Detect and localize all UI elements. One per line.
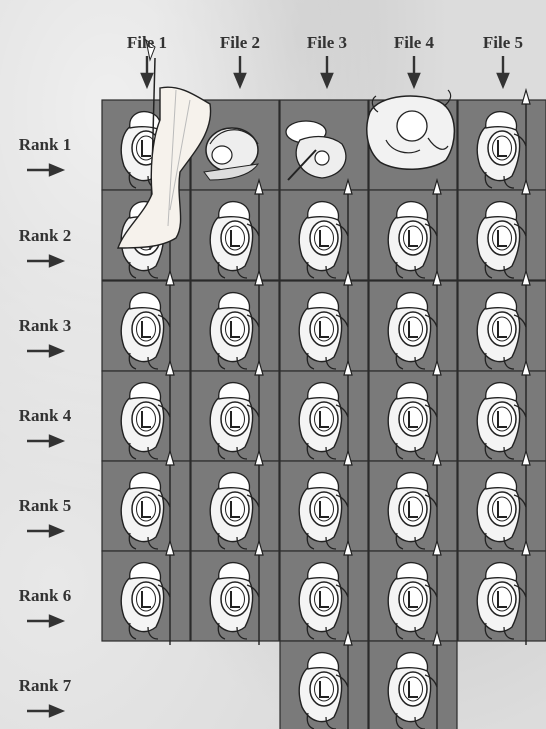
file-5-arrow-icon: [498, 56, 508, 86]
rank-1-label: Rank 1: [19, 135, 71, 154]
rank-1-arrow-icon: [27, 165, 62, 175]
rank-2-arrow-icon: [27, 256, 62, 266]
file-2-label: File 2: [220, 33, 260, 52]
rank-7-arrow-icon: [27, 706, 62, 716]
rank-6-label: Rank 6: [19, 586, 71, 605]
rank-5-arrow-icon: [27, 526, 62, 536]
rank-3-arrow-icon: [27, 346, 62, 356]
file-2-arrow-icon: [235, 56, 245, 86]
rank-4-arrow-icon: [27, 436, 62, 446]
rank-6-arrow-icon: [27, 616, 62, 626]
character-ogre-icon: [367, 90, 455, 169]
rank-labels: Rank 1 Rank 2 Rank 3 Rank 4 Rank 5 Rank 6 Rank…: [19, 135, 72, 716]
rank-7-label: Rank 7: [19, 676, 72, 695]
rank-2-label: Rank 2: [19, 226, 71, 245]
file-1-arrow-icon: [142, 56, 152, 86]
file-4-label: File 4: [394, 33, 435, 52]
file-4-arrow-icon: [409, 56, 419, 86]
file-1-label: File 1: [127, 33, 167, 52]
rank-4-label: Rank 4: [19, 406, 72, 425]
musician-drum-icon: [204, 128, 258, 180]
file-3-label: File 3: [307, 33, 347, 52]
rank-5-label: Rank 5: [19, 496, 71, 515]
file-5-label: File 5: [483, 33, 523, 52]
rank-3-label: Rank 3: [19, 316, 71, 335]
file-labels: File 1 File 2 File 3 File 4 File 5: [127, 33, 523, 86]
file-3-arrow-icon: [322, 56, 332, 86]
